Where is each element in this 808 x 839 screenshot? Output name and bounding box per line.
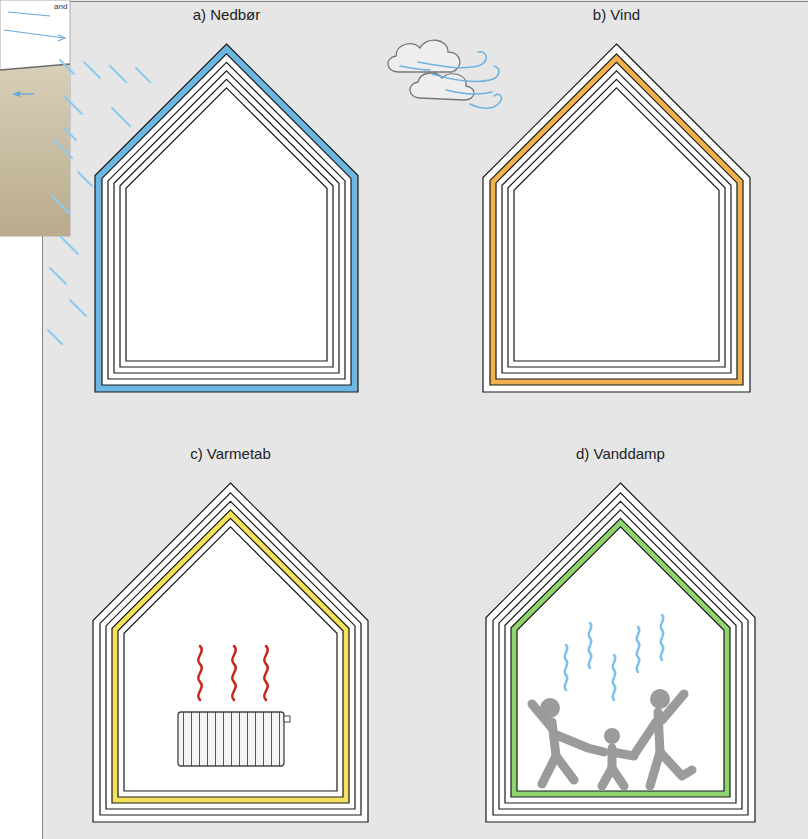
rain	[48, 60, 150, 344]
inset-figure	[0, 0, 70, 236]
house-outline	[473, 6, 760, 398]
wall-layer	[514, 88, 719, 361]
wall-layer	[496, 62, 737, 379]
wall-layer	[486, 483, 755, 822]
panel	[42, 0, 808, 839]
wall-layer	[502, 71, 731, 373]
wall-layer	[490, 54, 743, 385]
house-heading: c) Varmetab	[83, 445, 378, 463]
house-outline	[476, 445, 765, 828]
house-outline	[85, 6, 368, 398]
vapour	[565, 615, 664, 700]
wall-layer	[499, 501, 742, 809]
house-heading: b) Vind	[473, 6, 760, 24]
wall-layer	[102, 54, 351, 385]
house-heading: a) Nedbør	[85, 6, 368, 24]
wall-layer	[106, 501, 355, 809]
house-node: b) Vind	[473, 6, 760, 398]
wall-layer	[118, 518, 343, 797]
radiator	[178, 646, 290, 766]
wall-layer	[120, 79, 333, 367]
wall-layer	[126, 88, 327, 361]
house-node: c) Varmetab	[83, 445, 378, 828]
wall-layer	[511, 518, 730, 797]
house-outline	[83, 445, 378, 828]
family	[532, 689, 692, 786]
wall-layer	[95, 44, 358, 392]
wall-layer	[114, 71, 339, 373]
wall-layer	[508, 79, 725, 367]
house-node: d) Vanddamp	[476, 445, 765, 828]
wall-layer	[505, 510, 736, 803]
wall-layer	[100, 493, 361, 815]
wall-layer	[124, 527, 337, 791]
wall-layer	[483, 44, 750, 392]
wall-layer	[108, 62, 345, 379]
wall-layer	[517, 527, 724, 791]
cloud	[388, 40, 501, 108]
house-node: a) Nedbør	[85, 6, 368, 398]
inset-label: and	[54, 2, 67, 11]
heat-waves	[198, 646, 267, 700]
wall-layer	[93, 483, 368, 822]
wall-layer	[493, 493, 748, 815]
house-heading: d) Vanddamp	[476, 445, 765, 463]
wall-layer	[112, 510, 349, 803]
panel-border	[42, 1, 808, 2]
wind	[400, 52, 501, 108]
panel-border	[42, 0, 43, 839]
